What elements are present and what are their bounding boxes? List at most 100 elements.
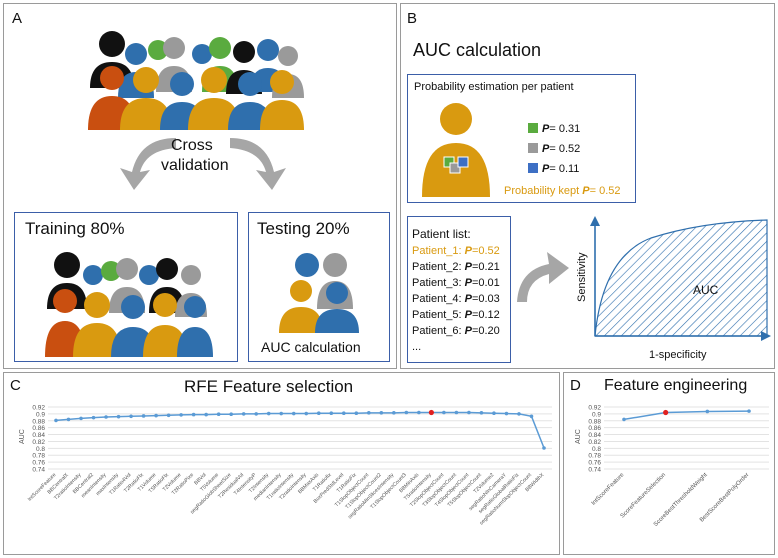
roc-area-label: AUC	[693, 283, 719, 297]
data-point	[747, 409, 751, 413]
probability-box-title: Probability estimation per patient	[414, 81, 574, 93]
probability-kept-prefix: Probability kept	[504, 185, 583, 197]
data-point	[479, 411, 484, 415]
data-point	[467, 410, 471, 415]
panel-d-letter: D	[570, 377, 581, 394]
data-point	[66, 417, 71, 422]
legend-value: = 0.11	[549, 163, 580, 175]
legend-value: = 0.31	[549, 123, 581, 135]
panel-b: B AUC calculation Probability estimation…	[400, 3, 775, 369]
patient-p: P	[464, 261, 472, 273]
data-point	[329, 411, 334, 415]
roc-x-label: 1-specificity	[649, 349, 707, 361]
patient-list-title: Patient list:	[412, 227, 471, 241]
probability-box: Probability estimation per patient P= 0.…	[407, 74, 636, 203]
data-point	[454, 410, 459, 415]
patient-value: =0.21	[471, 261, 500, 273]
legend-p: P	[542, 123, 550, 135]
data-point	[304, 411, 309, 416]
patient-value: =0.01	[471, 277, 500, 289]
curved-arrow-right-icon	[230, 138, 286, 190]
panel-c-letter: C	[10, 377, 21, 394]
data-point	[442, 410, 446, 415]
data-point	[266, 411, 271, 416]
patient-row-4: Patient_4: P=0.03	[412, 293, 500, 305]
y-tick-label: 0.78	[588, 453, 601, 460]
legend-p: P	[542, 143, 550, 155]
data-point	[254, 412, 259, 416]
curved-arrow-left-icon	[120, 138, 176, 190]
y-tick-label: 0.88	[588, 418, 601, 425]
patient-value: =0.12	[471, 309, 500, 321]
data-point	[141, 414, 146, 418]
data-point	[129, 414, 133, 419]
patient-figure-icon	[422, 103, 490, 197]
patient-name: Patient_5:	[412, 309, 465, 321]
patient-row-5: Patient_5: P=0.12	[412, 309, 500, 321]
series-line	[55, 411, 545, 449]
data-point	[179, 413, 183, 417]
data-point	[279, 411, 284, 416]
data-point	[316, 411, 321, 415]
legend-value: = 0.52	[549, 143, 581, 155]
patient-list-box: Patient list: Patient_1: P=0.52 Patient_…	[407, 216, 511, 363]
patient-p: P	[464, 309, 472, 321]
y-tick-label: 0.84	[32, 432, 45, 439]
y-tick-label: 0.84	[588, 432, 601, 439]
crowd-top-illustration	[88, 31, 304, 130]
y-tick-label: 0.88	[32, 418, 45, 425]
roc-curve-illustration: Sensitivity 1-specificity AUC	[576, 216, 771, 361]
patient-name: Patient_2:	[412, 261, 465, 273]
data-point	[417, 410, 421, 415]
data-point	[341, 411, 346, 415]
data-point	[529, 414, 534, 419]
patient-row-2: Patient_2: P=0.21	[412, 261, 500, 273]
testing-box: Testing 20% AUC calculation	[248, 212, 390, 362]
cross-validation-label-line1: Cross	[171, 137, 213, 154]
data-point	[542, 446, 546, 450]
patient-p: P	[464, 325, 472, 337]
patient-row-3: Patient_3: P=0.01	[412, 277, 500, 289]
y-tick-label: 0.9	[592, 411, 601, 418]
y-tick-label: 0.76	[32, 460, 45, 467]
data-point	[492, 411, 496, 415]
data-point	[79, 416, 83, 421]
legend-swatch-green	[528, 123, 538, 133]
testing-title: Testing 20%	[257, 219, 350, 238]
data-point	[367, 411, 371, 415]
data-point	[191, 412, 196, 417]
y-tick-label: 0.74	[32, 467, 45, 474]
y-tick-label: 0.74	[588, 467, 601, 474]
legend-swatch-gray	[528, 143, 538, 153]
training-crowd-illustration	[45, 252, 213, 357]
testing-crowd-illustration	[279, 253, 359, 333]
curved-arrow-icon	[517, 252, 569, 302]
patient-name: Patient_4:	[412, 293, 465, 305]
panel-a: A Cross validation Train	[3, 3, 397, 369]
y-axis-label: AUC	[19, 429, 26, 444]
data-point	[241, 412, 246, 416]
panel-b-title: AUC calculation	[413, 40, 542, 60]
probability-kept: Probability kept P= 0.52	[504, 185, 621, 197]
data-point	[54, 418, 58, 423]
patient-row-6: Patient_6: P=0.20	[412, 325, 500, 337]
selected-data-point	[428, 409, 434, 416]
legend-p: P	[542, 163, 550, 175]
probability-kept-value: = 0.52	[589, 185, 621, 197]
patient-p: P	[464, 245, 472, 257]
patient-name: Patient_6:	[412, 325, 465, 337]
selected-data-point	[663, 409, 669, 416]
probability-kept-p: P	[582, 185, 590, 197]
legend-item-1: P= 0.31	[528, 123, 580, 135]
data-point	[116, 414, 121, 419]
data-point	[91, 415, 96, 420]
data-point	[229, 412, 233, 417]
legend-swatch-blue	[528, 163, 538, 173]
patient-p: P	[464, 293, 472, 305]
y-tick-label: 0.92	[32, 405, 45, 412]
y-tick-label: 0.78	[32, 453, 45, 460]
cross-validation-label-line2: validation	[161, 157, 229, 174]
patient-list-ellipsis: ...	[412, 341, 422, 353]
series-line	[623, 410, 750, 421]
